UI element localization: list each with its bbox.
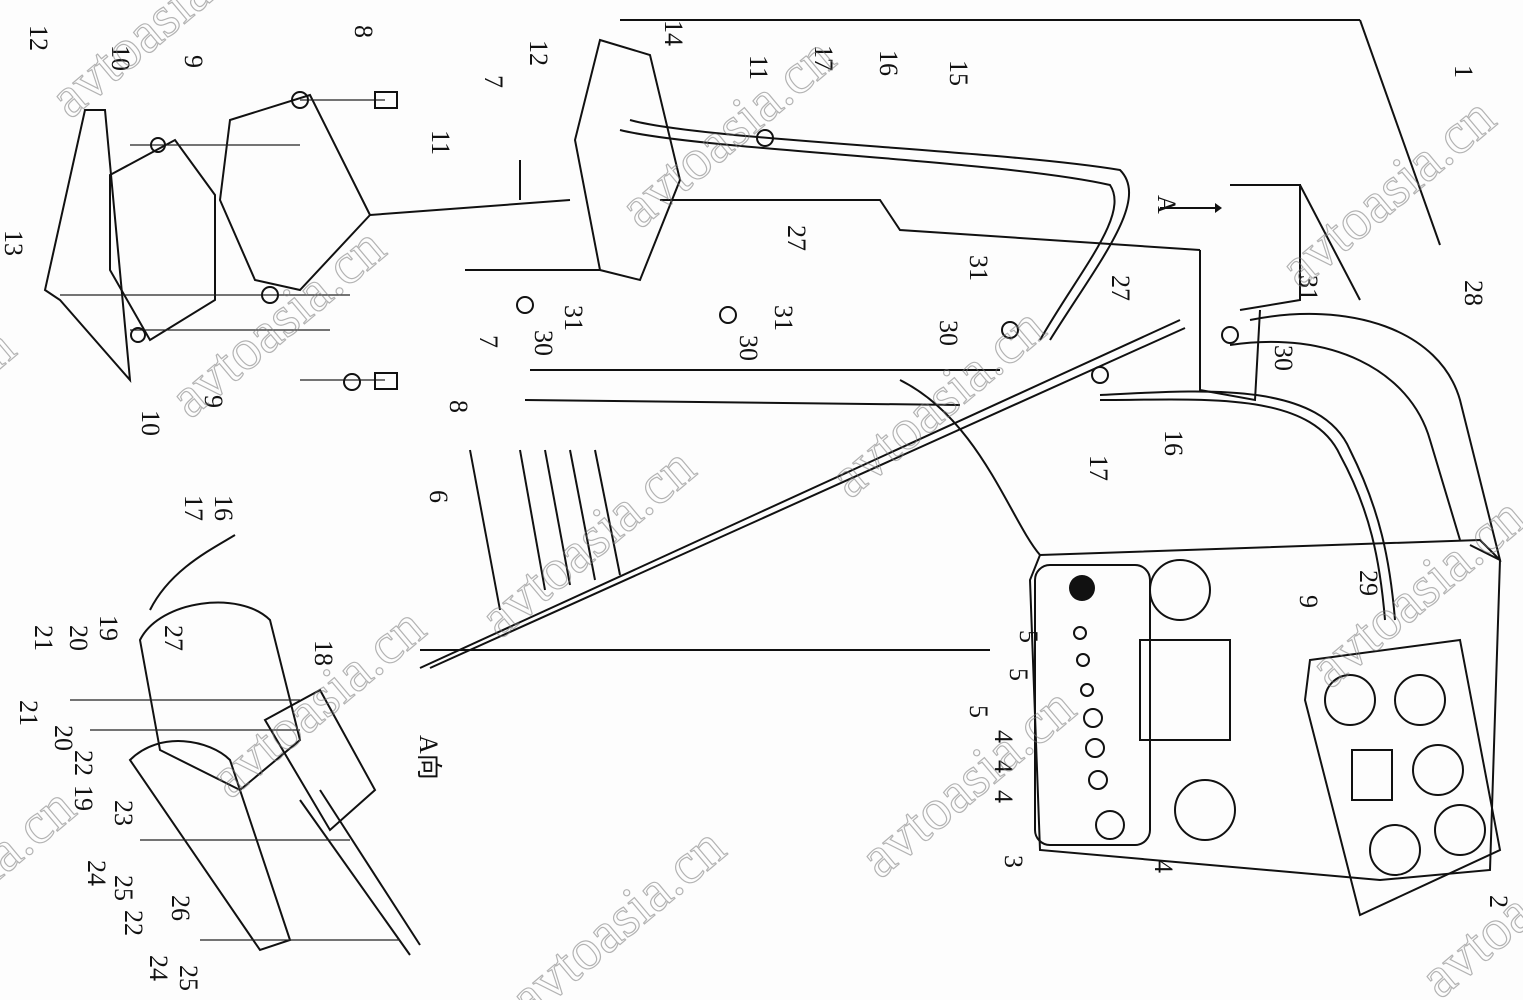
label-7: 7 — [479, 75, 508, 88]
label-30: 30 — [934, 320, 963, 346]
label-20: 20 — [49, 725, 78, 751]
label-22: 22 — [119, 910, 148, 936]
label-5: 5 — [1014, 630, 1043, 643]
label-26: 26 — [166, 895, 195, 921]
part-labels: 1 2 3 4 4 4 4 5 5 5 6 7 7 8 8 9 9 9 10 1… — [0, 20, 1513, 991]
label-20: 20 — [64, 625, 93, 651]
label-30: 30 — [1269, 345, 1298, 371]
label-9: 9 — [1294, 595, 1323, 608]
label-11: 11 — [744, 55, 773, 80]
label-24: 24 — [144, 955, 173, 981]
label-8: 8 — [349, 25, 378, 38]
label-4: 4 — [989, 730, 1018, 743]
view-a-label: A向 — [414, 735, 443, 780]
label-31: 31 — [559, 305, 588, 331]
label-29: 29 — [1354, 570, 1383, 596]
label-22: 22 — [69, 750, 98, 776]
label-11: 11 — [426, 130, 455, 155]
label-31: 31 — [1294, 275, 1323, 301]
watermark: avtoasia.cn — [0, 314, 27, 530]
watermark: avtoasia.cn — [1297, 484, 1523, 700]
label-27: 27 — [1106, 275, 1135, 301]
label-16: 16 — [209, 495, 238, 521]
label-31: 31 — [769, 305, 798, 331]
label-5: 5 — [964, 705, 993, 718]
label-5: 5 — [1004, 668, 1033, 681]
watermark: avtoasia.cn — [157, 214, 397, 430]
label-30: 30 — [734, 335, 763, 361]
frame-and-box — [419, 19, 1502, 669]
watermark: avtoasia.cn — [37, 0, 277, 130]
label-17: 17 — [179, 495, 208, 521]
label-16: 16 — [874, 50, 903, 76]
label-21: 21 — [29, 625, 58, 651]
label-9: 9 — [199, 395, 228, 408]
label-4: 4 — [989, 790, 1018, 803]
label-10: 10 — [136, 410, 165, 436]
label-8: 8 — [444, 400, 473, 413]
label-13: 13 — [0, 230, 28, 256]
label-30: 30 — [529, 330, 558, 356]
label-12: 12 — [24, 25, 53, 51]
label-17: 17 — [809, 45, 838, 71]
battery-box-assembly — [43, 91, 571, 391]
label-6: 6 — [424, 490, 453, 503]
label-27: 27 — [159, 625, 188, 651]
arrow-a-label: A — [1152, 195, 1181, 214]
label-19: 19 — [94, 615, 123, 641]
label-25: 25 — [109, 875, 138, 901]
label-3: 3 — [999, 855, 1028, 868]
label-2: 2 — [1484, 895, 1513, 908]
label-10: 10 — [106, 45, 135, 71]
label-27: 27 — [782, 225, 811, 251]
label-17: 17 — [1084, 455, 1113, 481]
label-28: 28 — [1459, 280, 1488, 306]
dashboard-panel — [1028, 538, 1502, 917]
watermark: avtoasia.cn — [607, 24, 847, 240]
a-view-detail — [70, 534, 421, 956]
label-23: 23 — [109, 800, 138, 826]
watermark: avtoasia.cn — [1407, 794, 1523, 1000]
watermark: avtoasia.cn — [197, 594, 437, 810]
label-14: 14 — [659, 20, 688, 46]
label-4: 4 — [1149, 860, 1178, 873]
label-4: 4 — [989, 760, 1018, 773]
label-31: 31 — [964, 255, 993, 281]
label-16: 16 — [1159, 430, 1188, 456]
label-25: 25 — [174, 965, 203, 991]
label-18: 18 — [309, 640, 338, 666]
label-12: 12 — [524, 40, 553, 66]
label-19: 19 — [69, 785, 98, 811]
watermark: avtoasia.cn — [497, 814, 737, 1000]
watermark: avtoasia.cn — [467, 434, 707, 650]
label-21: 21 — [14, 700, 43, 726]
label-24: 24 — [82, 860, 111, 886]
label-7: 7 — [474, 335, 503, 348]
label-1: 1 — [1449, 65, 1478, 78]
label-15: 15 — [944, 60, 973, 86]
label-9: 9 — [179, 55, 208, 68]
